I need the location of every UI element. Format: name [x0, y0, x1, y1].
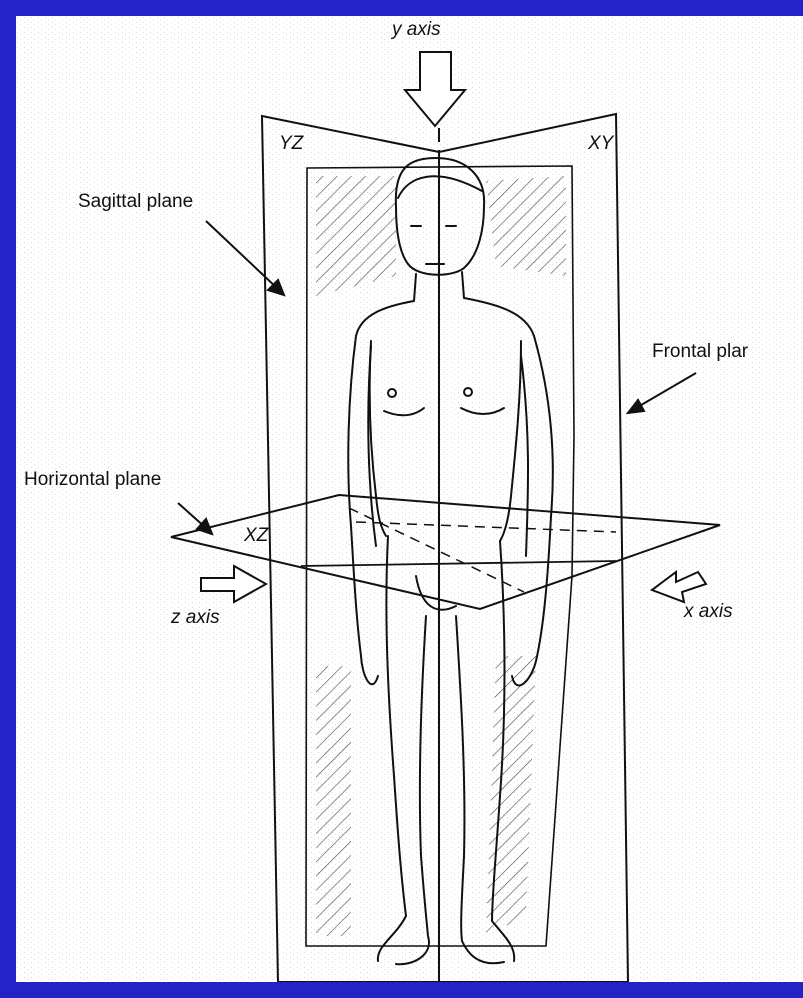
- xy-plane-label: XY: [588, 134, 613, 153]
- horizontal-plane-label: Horizontal plane: [24, 470, 161, 489]
- z-axis-label: z axis: [171, 608, 220, 627]
- xz-plane-label: XZ: [244, 526, 268, 545]
- diagram-canvas: y axis YZ XY Sagittal plane Frontal plar…: [16, 16, 803, 982]
- anatomical-planes-drawing: [16, 16, 803, 982]
- frontal-plane-label: Frontal plar: [652, 342, 748, 361]
- hatching-lower-left: [316, 666, 351, 936]
- x-axis-label: x axis: [684, 602, 733, 621]
- hatching-upper-left: [316, 176, 396, 296]
- hatching-upper-right: [486, 176, 566, 276]
- yz-plane-label: YZ: [279, 134, 303, 153]
- sagittal-plane-label: Sagittal plane: [78, 192, 193, 211]
- page-texture: [16, 16, 803, 982]
- y-axis-label: y axis: [392, 20, 441, 39]
